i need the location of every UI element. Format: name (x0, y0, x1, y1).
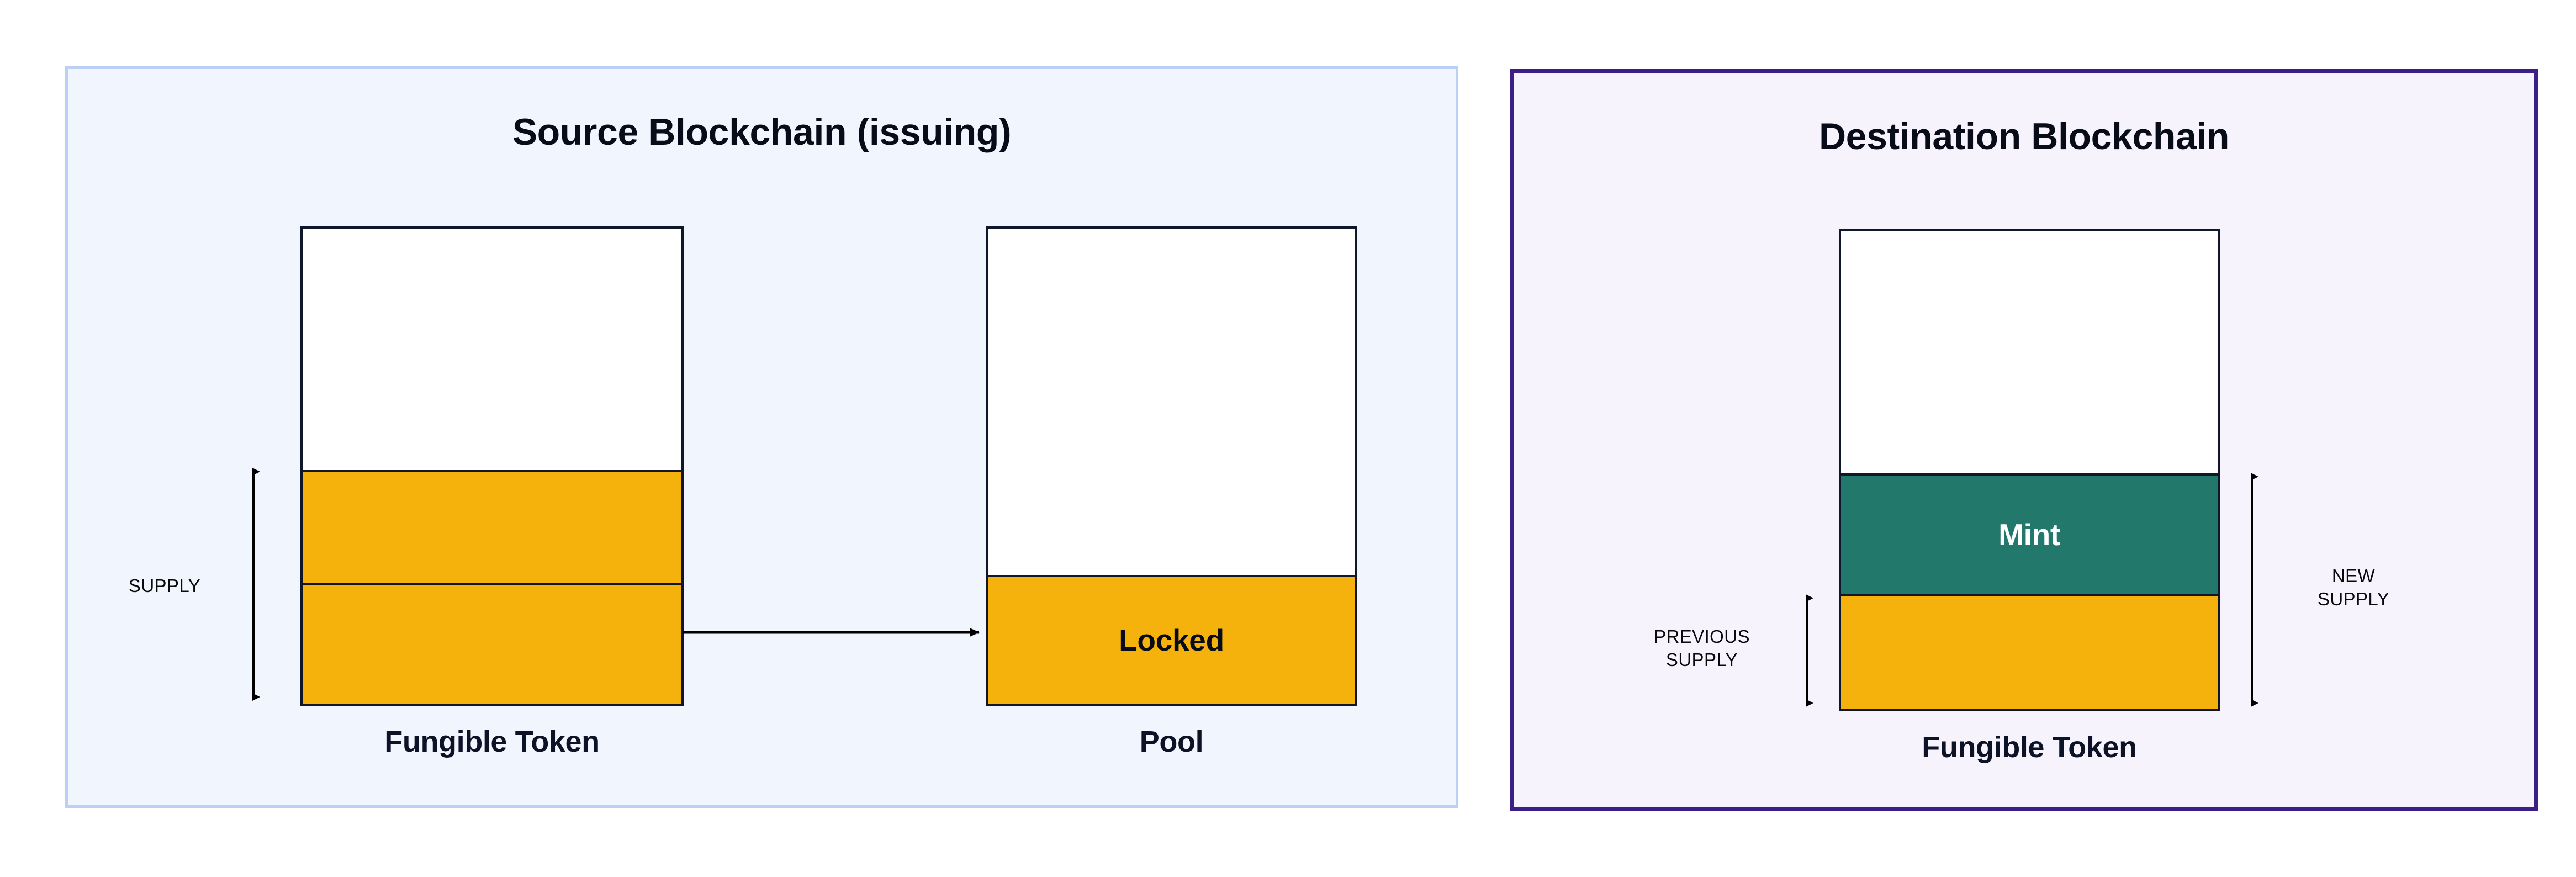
source-token-segment-headroom (303, 229, 681, 470)
dest-token-segment-previous-supply (1841, 594, 2218, 709)
pool-box: Locked (986, 226, 1357, 706)
dest-mint-label: Mint (1998, 517, 2060, 552)
dest-token-segment-headroom (1841, 231, 2218, 473)
pool-segment-locked: Locked (988, 574, 1355, 704)
pool-caption: Pool (1139, 725, 1204, 758)
previous-supply-measure-label: PREVIOUS SUPPLY (1654, 626, 1750, 670)
source-fungible-token-box (300, 226, 684, 706)
source-fungible-token-caption: Fungible Token (384, 725, 600, 758)
source-token-segment-supply-upper (303, 469, 681, 583)
source-panel-title: Source Blockchain (issuing) (512, 111, 1012, 153)
dest-token-segment-mint: Mint (1841, 473, 2218, 594)
pool-segment-headroom (988, 229, 1355, 575)
dest-fungible-token-box: Mint (1839, 229, 2220, 711)
source-supply-measure-arrow (252, 468, 260, 701)
dest-panel-title: Destination Blockchain (1818, 115, 2230, 157)
lock-transfer-flow-arrow (683, 628, 980, 637)
previous-supply-measure-arrow (1806, 594, 1813, 707)
new-supply-measure-arrow (2251, 473, 2258, 707)
new-supply-measure-label: NEW SUPPLY (2317, 566, 2390, 610)
source-token-segment-supply-lower (303, 583, 681, 704)
pool-locked-label: Locked (1119, 623, 1224, 658)
destination-blockchain-panel: Destination Blockchain Mint Fungible Tok… (1510, 69, 2538, 811)
source-blockchain-panel: Source Blockchain (issuing) Fungible Tok… (65, 66, 1458, 808)
source-supply-measure-label: SUPPLY (128, 575, 201, 596)
dest-fungible-token-caption: Fungible Token (1922, 731, 2137, 764)
